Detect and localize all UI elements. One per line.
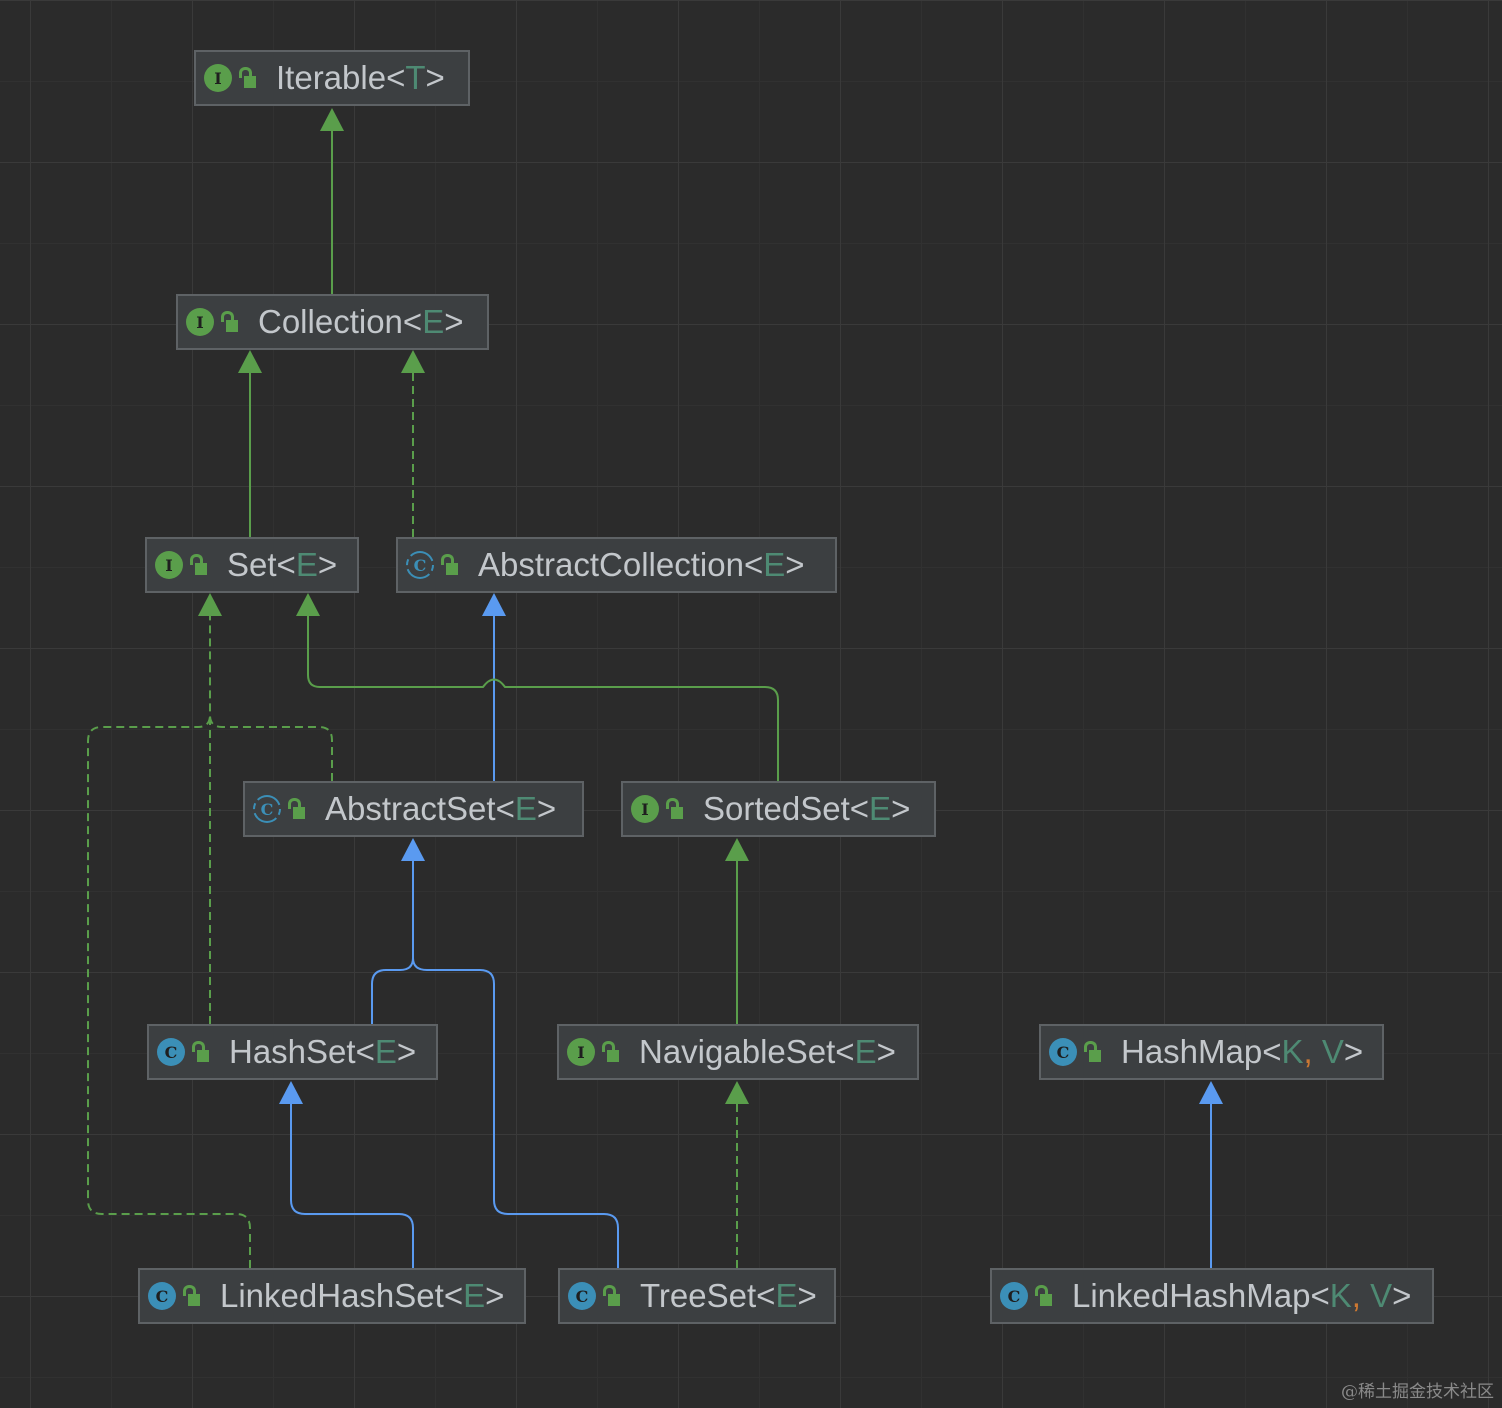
edge-abstract_set-to-set bbox=[209, 615, 333, 781]
node-collection[interactable]: I Collection<E> bbox=[176, 294, 489, 350]
abstract-class-icon: C bbox=[253, 795, 281, 823]
node-label: Set<E> bbox=[227, 546, 338, 583]
node-sorted-set[interactable]: I SortedSet<E> bbox=[621, 781, 936, 837]
arrowhead-collection bbox=[238, 350, 262, 373]
type-parameter: T bbox=[405, 59, 426, 96]
type-parameter: K bbox=[1329, 1277, 1352, 1314]
public-lock-icon bbox=[603, 1285, 620, 1306]
node-label: AbstractSet<E> bbox=[325, 790, 557, 827]
type-param-separator: , bbox=[1351, 1277, 1371, 1314]
type-name: HashMap bbox=[1121, 1033, 1263, 1070]
public-lock-icon bbox=[190, 554, 207, 575]
abstract-class-icon: C bbox=[406, 551, 434, 579]
public-lock-icon bbox=[288, 798, 305, 819]
interface-icon: I bbox=[155, 551, 183, 579]
edge-linked_hash_set-to-hash_set bbox=[290, 1103, 414, 1268]
interface-icon: I bbox=[567, 1038, 595, 1066]
node-label: NavigableSet<E> bbox=[639, 1033, 896, 1070]
node-label: HashMap<K, V> bbox=[1121, 1033, 1364, 1070]
node-navigable-set[interactable]: I NavigableSet<E> bbox=[557, 1024, 919, 1080]
type-parameter: V bbox=[1370, 1277, 1393, 1314]
class-icon: C bbox=[568, 1282, 596, 1310]
type-name: LinkedHashMap bbox=[1072, 1277, 1311, 1314]
node-label: Collection<E> bbox=[258, 303, 464, 340]
public-lock-icon bbox=[1035, 1285, 1052, 1306]
watermark: @稀土掘金技术社区 bbox=[1341, 1382, 1494, 1402]
public-lock-icon bbox=[239, 67, 256, 88]
interface-icon: I bbox=[204, 64, 232, 92]
edge-sorted_set-to-set bbox=[307, 615, 779, 781]
type-name: HashSet bbox=[229, 1033, 356, 1070]
public-lock-icon bbox=[1084, 1041, 1101, 1062]
node-label: Iterable<T> bbox=[276, 59, 445, 96]
node-linked-hash-map[interactable]: C LinkedHashMap<K, V> bbox=[990, 1268, 1434, 1324]
node-iterable[interactable]: I Iterable<T> bbox=[194, 50, 470, 106]
edge-tree_set-to-abstract_set bbox=[412, 957, 619, 1268]
type-parameter: E bbox=[422, 303, 445, 340]
node-label: TreeSet<E> bbox=[640, 1277, 817, 1314]
type-parameter: E bbox=[463, 1277, 486, 1314]
type-parameter: V bbox=[1321, 1033, 1344, 1070]
class-icon: C bbox=[157, 1038, 185, 1066]
arrowhead-abstract_set bbox=[401, 838, 425, 861]
arrowhead-set bbox=[198, 593, 222, 616]
node-set[interactable]: I Set<E> bbox=[145, 537, 359, 593]
type-name: NavigableSet bbox=[639, 1033, 836, 1070]
arrowhead-hash_map bbox=[1199, 1081, 1223, 1104]
public-lock-icon bbox=[192, 1041, 209, 1062]
node-abstract-collection[interactable]: C AbstractCollection<E> bbox=[396, 537, 837, 593]
arrowhead-iterable bbox=[320, 108, 344, 131]
type-parameter: K bbox=[1281, 1033, 1304, 1070]
node-linked-hash-set[interactable]: C LinkedHashSet<E> bbox=[138, 1268, 526, 1324]
type-parameter: E bbox=[514, 790, 537, 827]
class-icon: C bbox=[148, 1282, 176, 1310]
node-tree-set[interactable]: C TreeSet<E> bbox=[558, 1268, 836, 1324]
type-parameter: E bbox=[295, 546, 318, 583]
type-param-separator: , bbox=[1303, 1033, 1322, 1070]
type-parameter: E bbox=[763, 546, 786, 583]
type-parameter: E bbox=[869, 790, 892, 827]
arrowhead-abstract_collection bbox=[482, 593, 506, 616]
public-lock-icon bbox=[221, 311, 238, 332]
arrowhead-navigable_set bbox=[725, 1081, 749, 1104]
class-icon: C bbox=[1000, 1282, 1028, 1310]
type-name: TreeSet bbox=[640, 1277, 757, 1314]
node-label: LinkedHashMap<K, V> bbox=[1072, 1277, 1412, 1314]
type-name: AbstractSet bbox=[325, 790, 496, 827]
type-name: LinkedHashSet bbox=[220, 1277, 444, 1314]
edge-hash_set-to-abstract_set bbox=[371, 860, 414, 1024]
public-lock-icon bbox=[666, 798, 683, 819]
type-parameter: E bbox=[374, 1033, 397, 1070]
node-label: AbstractCollection<E> bbox=[478, 546, 805, 583]
node-hash-set[interactable]: C HashSet<E> bbox=[147, 1024, 438, 1080]
public-lock-icon bbox=[602, 1041, 619, 1062]
interface-icon: I bbox=[186, 308, 214, 336]
arrowhead-collection bbox=[401, 350, 425, 373]
type-name: Set bbox=[227, 546, 277, 583]
node-hash-map[interactable]: C HashMap<K, V> bbox=[1039, 1024, 1384, 1080]
arrowhead-set bbox=[296, 593, 320, 616]
interface-icon: I bbox=[631, 795, 659, 823]
type-name: Iterable bbox=[276, 59, 387, 96]
public-lock-icon bbox=[441, 554, 458, 575]
arrowhead-sorted_set bbox=[725, 838, 749, 861]
node-label: LinkedHashSet<E> bbox=[220, 1277, 505, 1314]
node-label: SortedSet<E> bbox=[703, 790, 911, 827]
type-parameter: E bbox=[775, 1277, 798, 1314]
type-name: Collection bbox=[258, 303, 403, 340]
edge-linked_hash_set-to-set bbox=[87, 714, 251, 1268]
class-icon: C bbox=[1049, 1038, 1077, 1066]
node-label: HashSet<E> bbox=[229, 1033, 417, 1070]
node-abstract-set[interactable]: C AbstractSet<E> bbox=[243, 781, 584, 837]
arrowhead-hash_set bbox=[279, 1081, 303, 1104]
public-lock-icon bbox=[183, 1285, 200, 1306]
type-name: SortedSet bbox=[703, 790, 850, 827]
type-name: AbstractCollection bbox=[478, 546, 744, 583]
type-parameter: E bbox=[854, 1033, 877, 1070]
